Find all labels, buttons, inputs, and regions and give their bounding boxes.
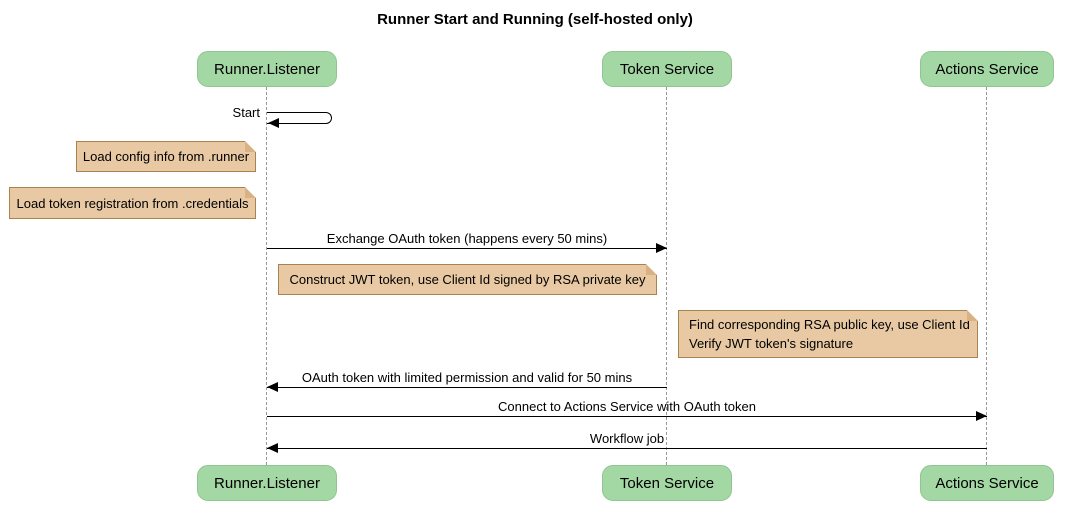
message-label: Exchange OAuth token (happens every 50 m…	[326, 231, 608, 246]
note-construct-jwt: Construct JWT token, use Client Id signe…	[278, 264, 657, 295]
arrowhead-left-icon	[268, 118, 279, 128]
note-load-token-registration: Load token registration from .credential…	[9, 187, 256, 219]
message-line	[267, 448, 987, 449]
lifeline-token-service	[666, 87, 667, 465]
participant-label: Token Service	[619, 474, 715, 492]
participant-label: Actions Service	[935, 60, 1039, 78]
diagram-title: Runner Start and Running (self-hosted on…	[377, 11, 693, 28]
participant-token-service-bottom: Token Service	[602, 465, 732, 501]
message-label: OAuth token with limited permission and …	[301, 370, 633, 385]
participant-label: Actions Service	[935, 474, 1039, 492]
note-text: Find corresponding RSA public key, use C…	[689, 315, 970, 353]
note-line-1: Find corresponding RSA public key, use C…	[689, 317, 970, 332]
participant-label: Token Service	[619, 60, 715, 78]
message-line	[267, 416, 987, 417]
lifeline-actions-service	[986, 87, 987, 465]
participant-actions-service-top: Actions Service	[920, 51, 1054, 87]
participant-actions-service-bottom: Actions Service	[920, 465, 1054, 501]
note-load-config: Load config info from .runner	[76, 141, 256, 172]
message-start-self-loop	[267, 112, 332, 124]
participant-runner-listener-top: Runner.Listener	[197, 51, 337, 87]
participant-label: Runner.Listener	[214, 474, 320, 492]
note-text: Construct JWT token, use Client Id signe…	[289, 272, 646, 287]
participant-label: Runner.Listener	[214, 60, 320, 78]
note-text: Load config info from .runner	[82, 149, 250, 164]
arrowhead-left-icon	[267, 382, 278, 392]
participant-token-service-top: Token Service	[602, 51, 732, 87]
participant-runner-listener-bottom: Runner.Listener	[197, 465, 337, 501]
lifeline-runner-listener	[266, 87, 267, 465]
message-line	[267, 248, 667, 249]
arrowhead-left-icon	[267, 443, 278, 453]
message-label: Connect to Actions Service with OAuth to…	[498, 399, 756, 414]
arrowhead-right-icon	[976, 411, 987, 421]
note-verify-jwt: Find corresponding RSA public key, use C…	[678, 310, 978, 358]
arrowhead-right-icon	[656, 243, 667, 253]
message-start-label: Start	[232, 105, 260, 120]
message-line	[267, 387, 667, 388]
note-line-2: Verify JWT token's signature	[689, 336, 854, 351]
note-text: Load token registration from .credential…	[16, 195, 249, 211]
message-label: Workflow job	[589, 431, 665, 446]
